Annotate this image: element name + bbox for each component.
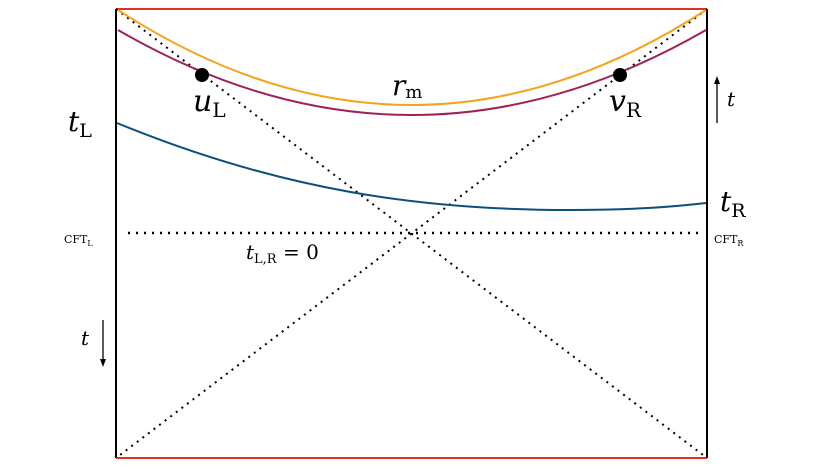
t-right-label: tR: [720, 185, 746, 222]
cft-left-label: CFTL: [64, 233, 93, 248]
up-arrow-head: [714, 76, 720, 84]
r-m-curve: [117, 9, 707, 106]
horizon-diagonal-2: [115, 8, 708, 459]
v-right-point: [613, 68, 627, 82]
blue-time-slice-curve: [116, 122, 707, 212]
v-right-label: vR: [609, 84, 642, 122]
t-zero-label: tL,R = 0: [246, 240, 319, 267]
down-arrow-t-label: t: [81, 326, 90, 350]
t-left-label: tL: [68, 105, 92, 142]
r-m-label: rm: [392, 69, 422, 103]
u-left-label: uL: [193, 84, 226, 122]
cft-right-label: CFTR: [714, 233, 744, 248]
u-left-point: [195, 68, 209, 82]
down-arrow-head: [100, 359, 106, 367]
up-arrow-t-label: t: [727, 87, 736, 111]
